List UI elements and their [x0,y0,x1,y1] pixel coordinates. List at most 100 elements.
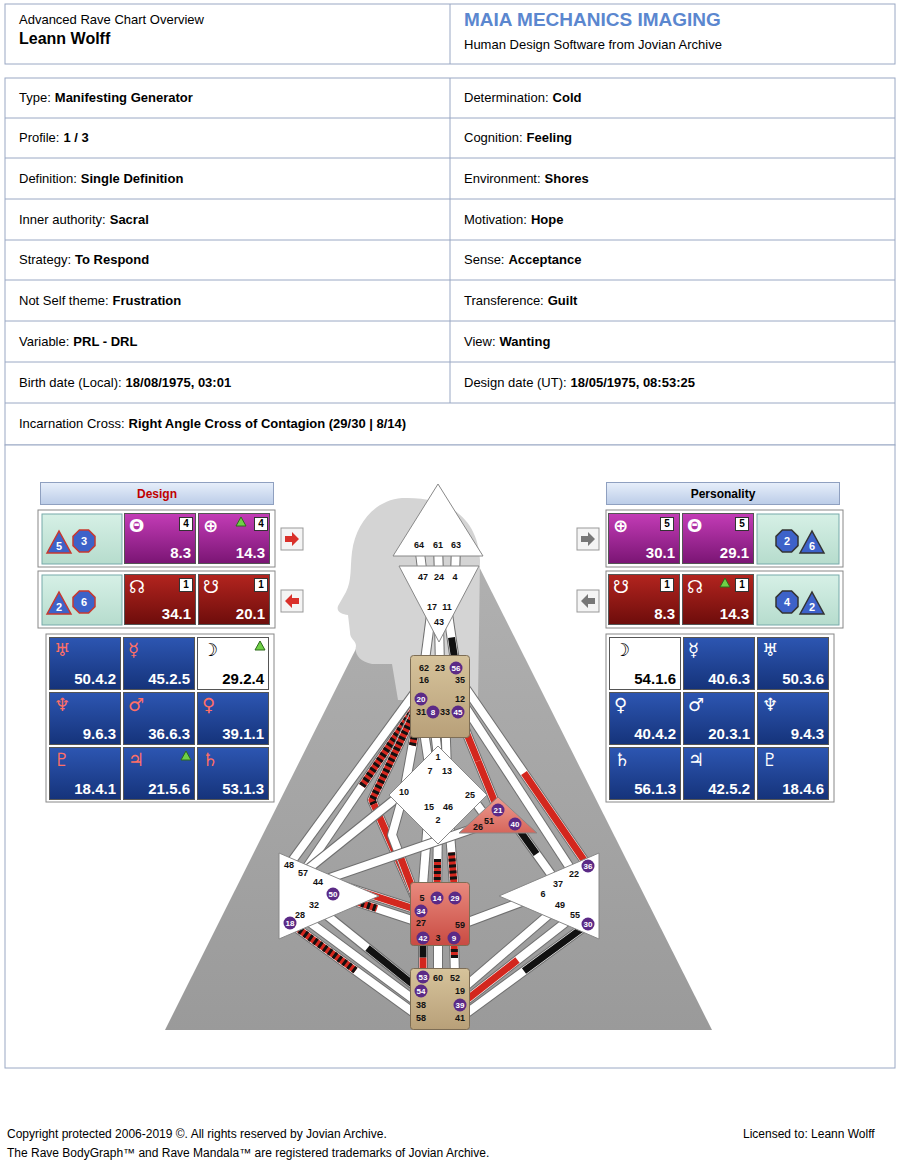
gate-number: 60 [433,973,443,983]
gate-number: 39 [454,999,467,1012]
planet-box-bg [198,748,269,800]
gate-number: 14 [431,892,444,905]
arrow-box [281,590,303,612]
planet-symbol: ☿ [688,639,699,661]
field-value: Wanting [500,334,551,350]
gate-number: 3 [435,933,440,943]
header-divider [450,4,451,64]
planet-box: ♅50.3.6 [757,637,829,690]
color-triangle [800,531,824,553]
gate-number: 5 [419,893,424,903]
planet-box-bg [610,748,681,800]
energy-center: 47244171143 [398,565,480,643]
channel-body [460,680,588,866]
tone-square: 1 [179,578,193,592]
field-label: Sense: [464,252,504,268]
channel-outline [460,680,588,866]
center-outline [411,656,470,738]
planet-box-bg [683,575,754,625]
section-band: Personality [606,482,840,505]
icon-box [42,575,122,625]
gate-number: 55 [570,910,580,920]
arrow-box [281,528,303,550]
planet-symbol: ☽ [614,639,630,661]
planet-symbol: ☋ [203,576,219,598]
arrow-box [577,528,599,550]
gate-line-number: 29.2.4 [222,670,264,687]
channel [460,680,588,866]
gate-number: 50 [327,888,340,901]
planet-symbol: ♇ [762,749,778,771]
center-outline [399,566,479,642]
planet-box: ☽29.2.4 [197,637,269,690]
planet-box: ♆9.4.3 [757,692,829,745]
planet-box-bg [125,575,196,625]
gate-number: 37 [553,879,563,889]
planet-symbol: ☊ [687,576,703,598]
planet-symbol: ☿ [128,639,139,661]
color-triangle [800,592,824,614]
planet-box: ♄53.1.3 [197,747,269,800]
chart-panel [5,445,895,1068]
planet-box: ♃42.5.2 [683,747,755,800]
channel-body [460,915,575,1005]
gate-number: 21 [492,804,505,817]
center-outline [411,969,470,1030]
field-value: Cold [553,90,582,106]
icon-number: 3 [81,535,87,547]
gate-line-number: 8.3 [654,605,675,622]
gate-number: 43 [434,617,444,627]
planet-box-bg [198,693,269,745]
gate-number: 56 [450,662,463,675]
gate-number: 30 [582,918,595,931]
tone-octagon [73,530,95,552]
gate-number: 32 [309,900,319,910]
planet-box-bg [50,693,121,745]
chart-title: Advanced Rave Chart Overview [19,12,204,27]
channel-outline [318,827,478,882]
planet-box-bg [683,514,754,564]
gate-number: 7 [427,766,432,776]
gate-line-number: 36.6.3 [148,725,190,742]
channel-body [318,827,478,882]
tone-octagon [73,591,95,613]
planet-box: ♇18.4.6 [757,747,829,800]
gate-line-number: 56.1.3 [634,780,676,797]
gate-number: 24 [434,572,444,582]
icon-box [757,514,839,564]
planet-symbol: ♀ [614,694,627,716]
gate-number: 57 [298,868,308,878]
gate-line-number: 53.1.3 [222,780,264,797]
planet-box-bg [684,748,755,800]
planet-symbol: ♅ [54,639,70,661]
gate-number: 28 [295,910,305,920]
gate-number: 19 [455,986,465,996]
field-value: Frustration [113,293,182,309]
field-label: View: [464,334,496,350]
planet-symbol: ☋ [613,576,629,598]
arrow-icon [581,532,595,546]
planet-symbol: ♀ [202,694,215,716]
gate-number: 58 [416,1013,426,1023]
change-triangle [720,578,730,587]
center-outline [411,883,470,946]
gate-line-number: 42.5.2 [708,780,750,797]
row-frame [38,510,275,567]
planet-symbol: ♄ [614,749,630,771]
planet-box-bg [124,638,195,690]
planet-box-bg [610,693,681,745]
header-frame [5,4,895,64]
gate-number: 52 [450,973,460,983]
field-value: Sacral [110,212,149,228]
gate-line-number: 50.4.2 [74,670,116,687]
field-value: Manifesting Generator [55,90,193,106]
license-note: Licensed to: Leann Wolff [743,1127,875,1141]
planet-box-bg [684,693,755,745]
gate-number: 29 [449,892,462,905]
gate-line-number: 39.1.1 [222,725,264,742]
planet-symbol: ♅ [762,639,778,661]
personality-activation [524,924,588,971]
planet-symbol: ♄ [202,749,218,771]
channel [290,923,421,1018]
planet-box-bg [684,638,755,690]
